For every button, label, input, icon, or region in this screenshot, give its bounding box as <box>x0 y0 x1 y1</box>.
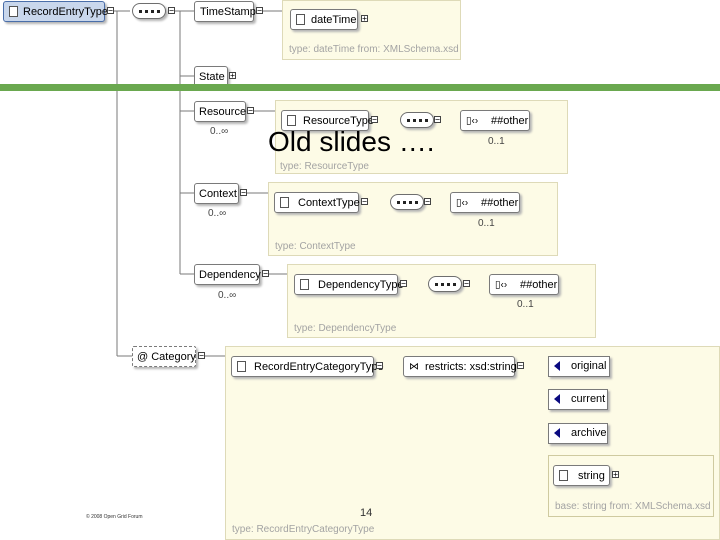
datetime-expand-icon[interactable]: + <box>361 14 368 23</box>
dependency-collapse-icon[interactable]: − <box>262 269 269 278</box>
contexttype-box[interactable]: ContextType <box>274 192 360 213</box>
context-any-occurs: 0..1 <box>478 218 495 229</box>
category-type-note: type: RecordEntryCategoryType <box>232 524 375 535</box>
resourcetype-collapse-icon[interactable]: − <box>371 115 378 124</box>
element-icon <box>9 6 18 17</box>
datetime-type-label: dateTime <box>311 13 357 26</box>
category-attribute-label: @ Category <box>137 350 196 363</box>
context-element-label: Context <box>199 187 237 200</box>
dependencytype-label: DependencyType <box>318 278 404 291</box>
dependency-element-label: Dependency <box>199 268 261 281</box>
timestamp-element-label: TimeStamp <box>200 5 256 18</box>
context-element-box[interactable]: Context <box>194 183 239 204</box>
dependency-any-box[interactable]: ▯‹› ##other <box>489 274 559 295</box>
restricts-box[interactable]: ⋈ restricts: xsd:string <box>403 356 517 377</box>
dependency-element-box[interactable]: Dependency <box>194 264 261 285</box>
resource-sequence-icon <box>400 112 434 128</box>
dependency-occurs: 0..∞ <box>218 290 237 301</box>
page-number: 14 <box>360 507 373 519</box>
enum-original[interactable]: original <box>548 356 610 377</box>
timestamp-type-note: type: dateTime from: XMLSchema.xsd <box>289 44 459 55</box>
context-type-note: type: ContextType <box>275 241 356 252</box>
resource-type-note: type: ResourceType <box>280 161 369 172</box>
enumeration-icon <box>554 361 560 371</box>
state-expand-icon[interactable]: + <box>229 71 236 80</box>
resource-sequence-collapse-icon[interactable]: − <box>434 115 441 124</box>
string-expand-icon[interactable]: + <box>612 470 619 479</box>
dependency-any-label: ##other <box>520 278 558 291</box>
state-element-label: State <box>199 70 225 83</box>
restricts-collapse-icon[interactable]: − <box>517 361 524 370</box>
root-element-label: RecordEntryType <box>23 5 108 18</box>
complex-type-icon <box>280 197 289 208</box>
footer-copyright: © 2008 Open Grid Forum <box>86 514 143 520</box>
resource-any-label: ##other <box>491 114 529 127</box>
categorytype-label: RecordEntryCategoryType <box>254 360 384 373</box>
resource-any-box[interactable]: ▯‹› ##other <box>460 110 530 131</box>
resource-element-label: Resource <box>199 105 247 118</box>
resource-element-box[interactable]: Resource <box>194 101 246 122</box>
category-collapse-icon[interactable]: − <box>198 351 205 360</box>
categorytype-box[interactable]: RecordEntryCategoryType <box>231 356 384 377</box>
resource-occurs: 0..∞ <box>210 126 229 137</box>
enum-current-label: current <box>571 393 606 405</box>
timestamp-element-box[interactable]: TimeStamp <box>194 1 256 22</box>
context-sequence-icon <box>390 194 424 210</box>
context-occurs: 0..∞ <box>208 208 227 219</box>
resource-any-occurs: 0..1 <box>488 136 505 147</box>
complex-type-icon <box>287 115 296 126</box>
enumeration-icon <box>554 428 560 438</box>
context-sequence-collapse-icon[interactable]: − <box>424 197 431 206</box>
enum-archive-label: archive <box>571 427 607 439</box>
contexttype-collapse-icon[interactable]: − <box>361 197 368 206</box>
enumeration-icon <box>554 394 560 404</box>
complex-type-icon <box>300 279 309 290</box>
context-collapse-icon[interactable]: − <box>240 188 247 197</box>
root-sequence-icon <box>132 3 166 19</box>
context-any-box[interactable]: ▯‹› ##other <box>450 192 520 213</box>
category-attribute-box[interactable]: @ Category <box>132 346 196 367</box>
dependency-any-occurs: 0..1 <box>517 299 534 310</box>
dependency-type-note: type: DependencyType <box>294 323 397 334</box>
resourcetype-box[interactable]: ResourceType <box>281 110 374 131</box>
dependency-sequence-icon <box>428 276 462 292</box>
root-element-box[interactable]: RecordEntryType <box>3 1 108 22</box>
string-type-label: string <box>578 469 605 482</box>
slide-title: Old slides …. <box>268 126 435 157</box>
context-any-label: ##other <box>481 196 519 209</box>
restriction-icon: ⋈ <box>409 361 419 372</box>
resource-collapse-icon[interactable]: − <box>247 106 254 115</box>
datetime-type-box[interactable]: dateTime <box>290 9 358 30</box>
any-icon: ▯‹› <box>495 279 508 290</box>
enum-original-label: original <box>571 360 607 372</box>
string-type-box[interactable]: string <box>553 465 610 486</box>
dependencytype-box[interactable]: DependencyType <box>294 274 404 295</box>
any-icon: ▯‹› <box>466 115 479 126</box>
resourcetype-label: ResourceType <box>303 114 374 127</box>
timestamp-collapse-icon[interactable]: − <box>256 6 263 15</box>
green-accent-bar <box>0 84 720 91</box>
simple-type-icon <box>559 470 568 481</box>
dependency-sequence-collapse-icon[interactable]: − <box>463 279 470 288</box>
any-icon: ▯‹› <box>456 197 469 208</box>
categorytype-collapse-icon[interactable]: − <box>376 361 383 370</box>
enum-archive[interactable]: archive <box>548 423 608 444</box>
string-base-note: base: string from: XMLSchema.xsd <box>555 501 711 512</box>
simple-type-icon <box>237 361 246 372</box>
contexttype-label: ContextType <box>298 196 360 209</box>
enum-current[interactable]: current <box>548 389 608 410</box>
sequence-collapse-icon[interactable]: − <box>168 6 175 15</box>
dependencytype-collapse-icon[interactable]: − <box>400 279 407 288</box>
simple-type-icon <box>296 14 305 25</box>
restricts-label: restricts: xsd:string <box>425 360 517 373</box>
root-collapse-icon[interactable]: − <box>107 6 114 15</box>
